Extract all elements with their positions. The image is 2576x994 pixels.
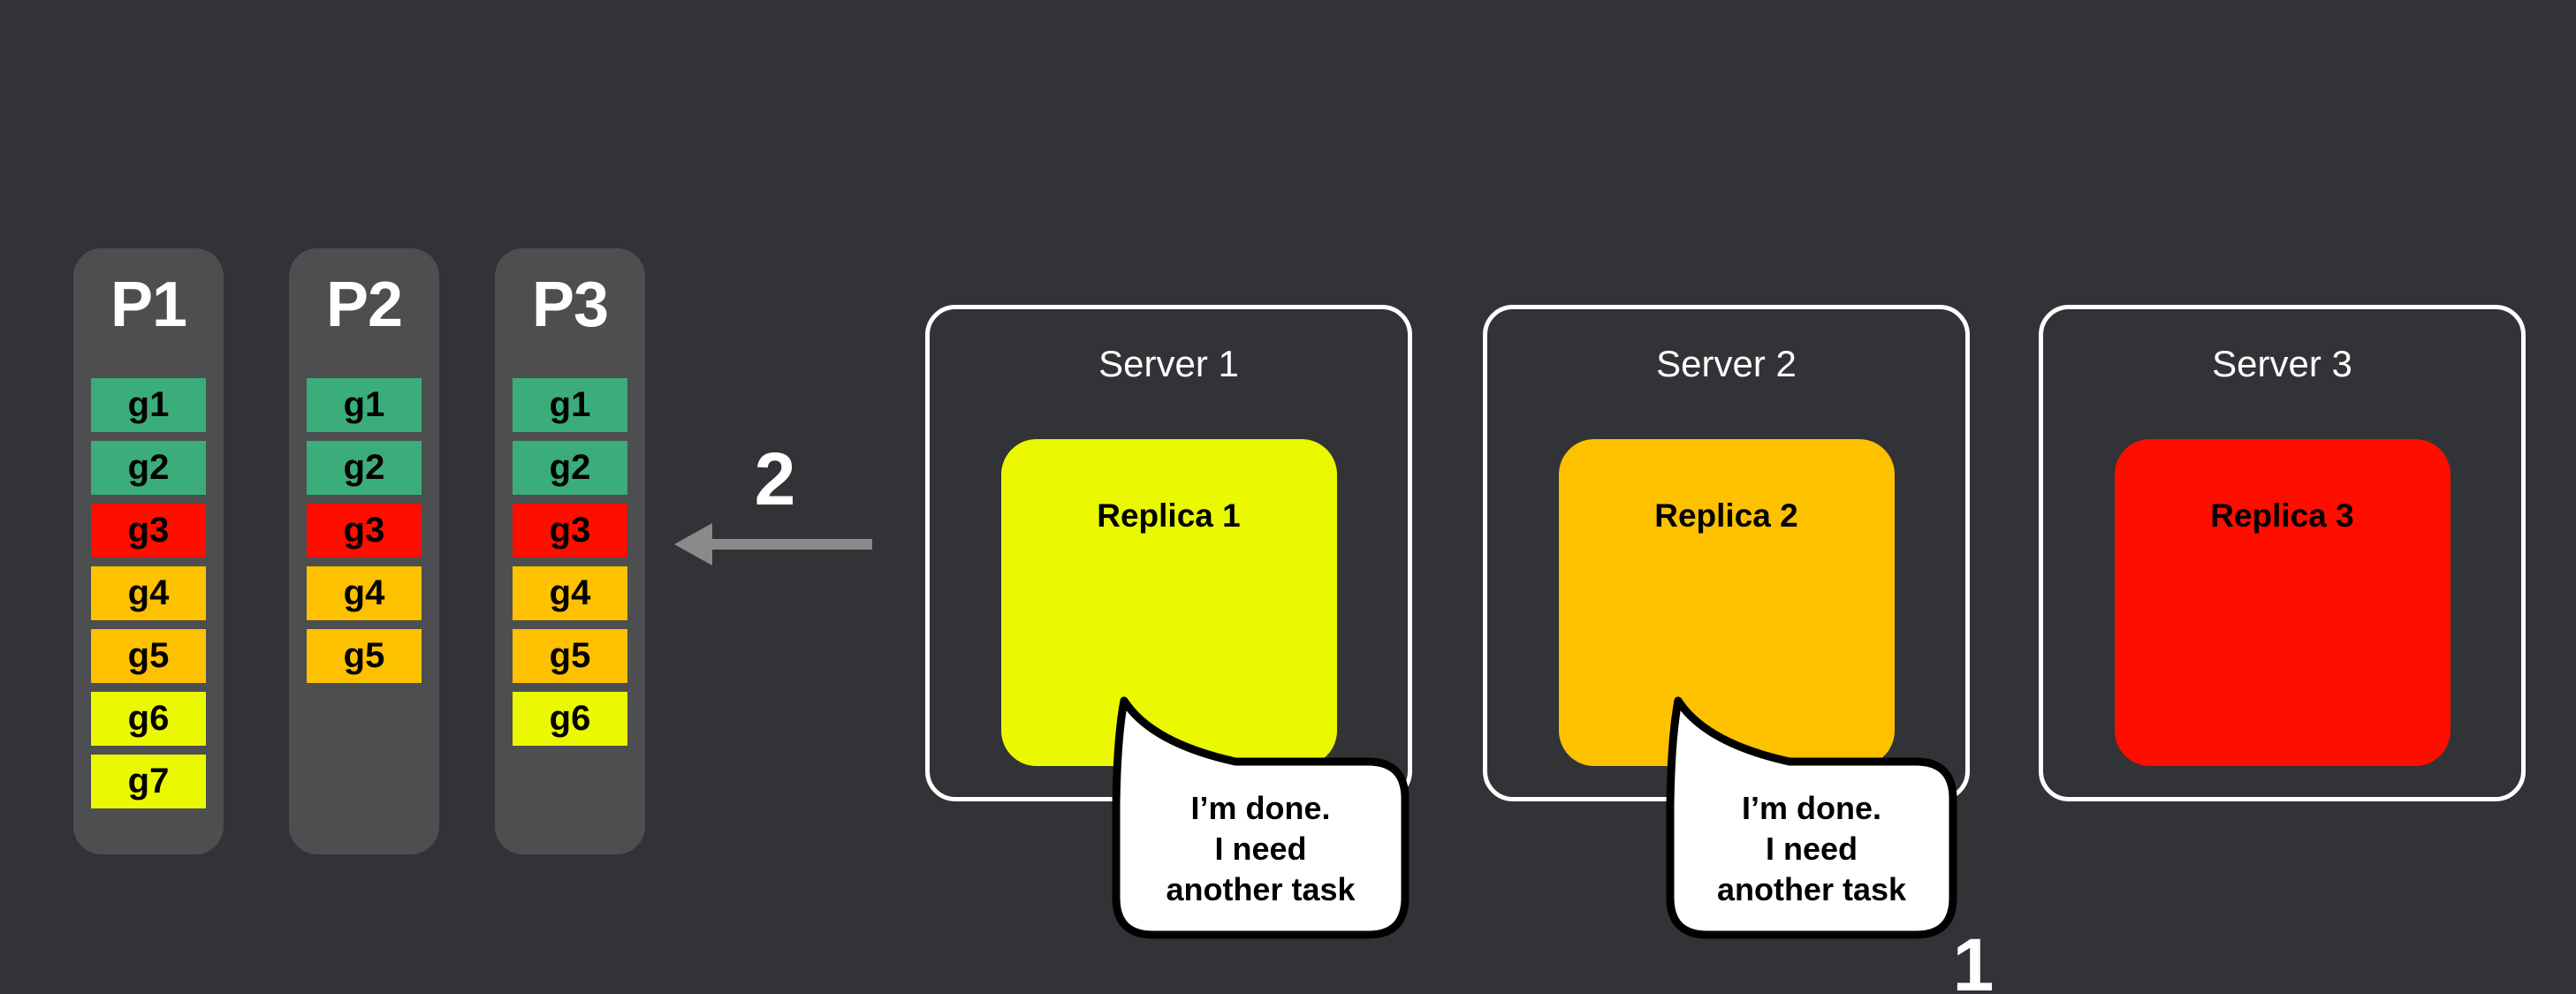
task-cell: g3 (307, 504, 422, 558)
task-cell: g5 (513, 629, 627, 683)
replica-1: Replica 1 (1000, 439, 1337, 766)
task-cell: g1 (91, 378, 206, 432)
bubble-line: I’m done. (1741, 790, 1881, 826)
task-cell: g3 (91, 504, 206, 558)
replica-3: Replica 3 (2114, 439, 2451, 766)
task-cell: g2 (91, 441, 206, 495)
replica-label: Replica 1 (1097, 497, 1241, 534)
bubble-line: I’m done. (1190, 790, 1331, 826)
task-cell: g6 (91, 692, 206, 746)
replica-label: Replica 2 (1654, 497, 1798, 534)
task-cell: g7 (91, 755, 206, 808)
partition-title: P2 (325, 269, 403, 340)
task-cell: g2 (513, 441, 627, 495)
bubble-line: another task (1716, 871, 1907, 907)
partition-p1: P1 g1 g2 g3 g4 g5 g6 g7 (73, 248, 224, 854)
speech-bubble-1-text: I’m done. I need another task (1116, 788, 1405, 910)
task-list: g1 g2 g3 g4 g5 (307, 378, 422, 683)
partition-title: P1 (110, 269, 187, 340)
task-cell: g2 (307, 441, 422, 495)
step-2-label: 2 (754, 437, 796, 520)
step2-arrow-left-icon (674, 523, 872, 565)
task-cell: g5 (307, 629, 422, 683)
server-title: Server 2 (1656, 343, 1797, 384)
partition-p3: P3 g1 g2 g3 g4 g5 g6 (495, 248, 645, 854)
task-cell: g1 (307, 378, 422, 432)
bubble-line: I need (1214, 831, 1307, 867)
task-list: g1 g2 g3 g4 g5 g6 g7 (91, 378, 206, 808)
step-1-label: 1 (1952, 923, 1995, 994)
task-cell: g6 (513, 692, 627, 746)
task-list: g1 g2 g3 g4 g5 g6 (513, 378, 627, 746)
server-1: Server 1 Replica 1 (925, 305, 1412, 801)
task-cell: g4 (513, 566, 627, 620)
task-cell: g4 (307, 566, 422, 620)
task-cell: g4 (91, 566, 206, 620)
bubble-line: I need (1765, 831, 1858, 867)
server-2: Server 2 Replica 2 (1483, 305, 1970, 801)
server-3: Server 3 Replica 3 (2039, 305, 2526, 801)
server-title: Server 1 (1098, 343, 1239, 384)
task-cell: g1 (513, 378, 627, 432)
task-cell: g3 (513, 504, 627, 558)
speech-bubble-2-text: I’m done. I need another task (1670, 788, 1953, 910)
partition-title: P3 (531, 269, 609, 340)
replica-label: Replica 3 (2210, 497, 2354, 534)
task-cell: g5 (91, 629, 206, 683)
server-title: Server 3 (2212, 343, 2352, 384)
partition-p2: P2 g1 g2 g3 g4 g5 (289, 248, 439, 854)
bubble-line: another task (1166, 871, 1356, 907)
replica-2: Replica 2 (1558, 439, 1895, 766)
